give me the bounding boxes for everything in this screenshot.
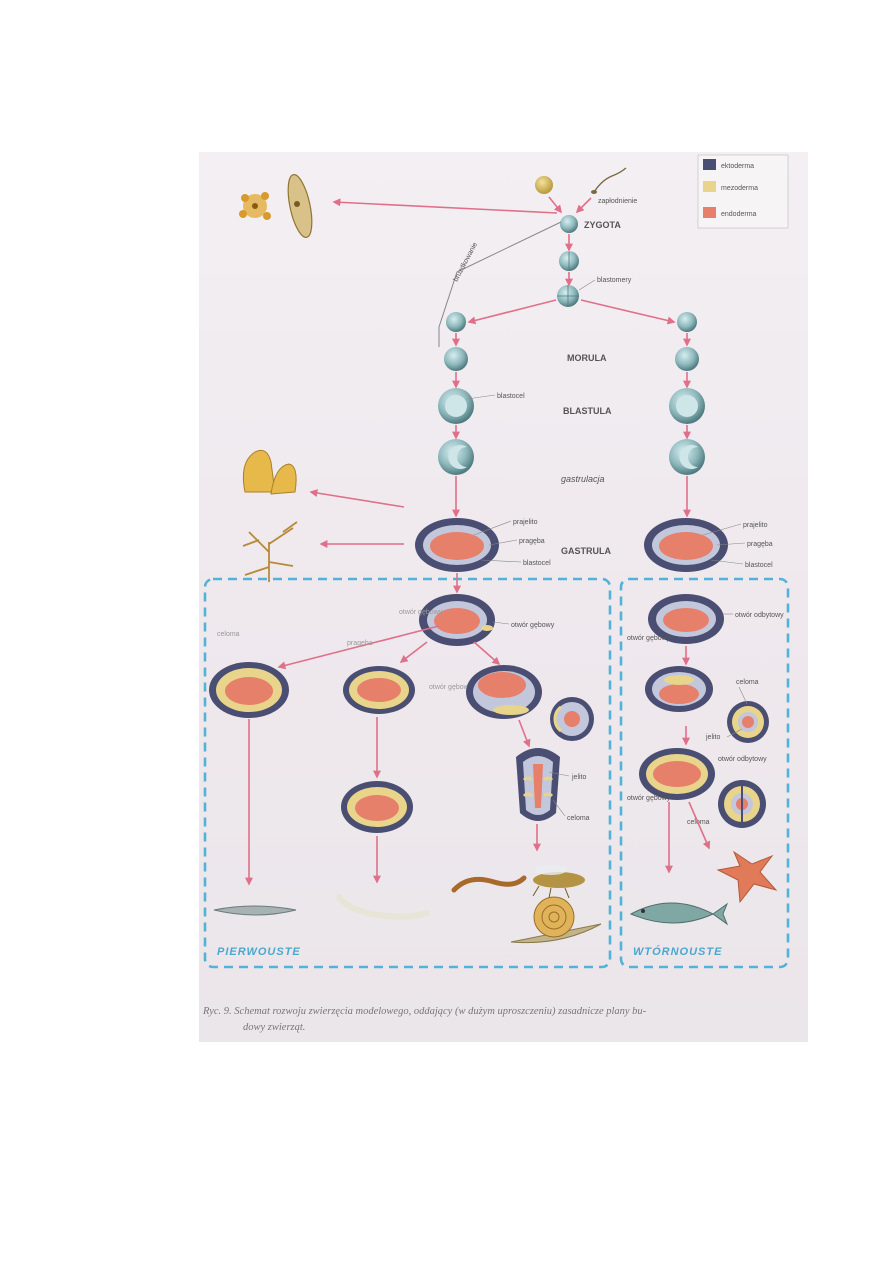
label-prajelito-right: prajelito bbox=[743, 522, 768, 529]
paramecium bbox=[287, 174, 313, 238]
pseudocoelomate-embryo bbox=[343, 666, 415, 714]
label-zygota: ZYGOTA bbox=[584, 220, 621, 230]
label-jelito-right: jelito bbox=[705, 734, 721, 741]
caption-line-1: Ryc. 9. Schemat rozwoju zwierzęcia model… bbox=[202, 1006, 647, 1017]
insect-organism bbox=[532, 865, 585, 899]
legend-swatch-mezoderma bbox=[703, 181, 716, 192]
deuterostome-embryo-3 bbox=[639, 748, 715, 800]
snail-organism bbox=[510, 896, 602, 944]
label-prageba-right: pragęba bbox=[747, 541, 773, 548]
label-morula: MORULA bbox=[567, 353, 607, 363]
earthworm-organism bbox=[451, 875, 527, 893]
label-otwor-blur: otwór gębowy bbox=[399, 609, 443, 616]
sperm-cell bbox=[593, 167, 627, 193]
legend-swatch-endoderma bbox=[703, 207, 716, 218]
coelomate-protostome-embryo bbox=[466, 665, 542, 719]
right-morula bbox=[675, 347, 699, 371]
protostome-box bbox=[203, 577, 612, 969]
coelom-cross-section-right-1 bbox=[727, 701, 769, 743]
caption-line-2: dowy zwierząt. bbox=[243, 1022, 305, 1033]
legend-swatch-ektoderma bbox=[703, 159, 716, 170]
legend-label-endoderma: endoderma bbox=[721, 211, 757, 218]
pseudocoelomate-embryo-2 bbox=[341, 781, 413, 833]
label-otwor-odbytowy-2: otwór odbytowy bbox=[718, 756, 767, 763]
deuterostome-box bbox=[619, 577, 790, 969]
zygote-cell bbox=[560, 215, 578, 233]
label-jelito-left: jelito bbox=[571, 774, 587, 781]
coelomate-protostome-embryo-2 bbox=[516, 748, 560, 821]
legend-label-ektoderma: ektoderma bbox=[721, 163, 754, 170]
coelom-cross-section-left bbox=[550, 697, 594, 741]
label-bruzdkowanie: bruzdkowanie bbox=[453, 241, 480, 283]
label-gastrula: GASTRULA bbox=[561, 546, 611, 556]
flatworm-organism bbox=[213, 905, 297, 916]
label-pierwouste: PIERWOUSTE bbox=[217, 946, 301, 958]
fish-organism bbox=[629, 902, 729, 926]
acoelomate-embryo bbox=[209, 662, 289, 718]
egg-cell bbox=[535, 176, 553, 194]
label-otwor-gebowy-right: otwór gębowy bbox=[627, 635, 671, 642]
label-blastocel-right: blastocel bbox=[745, 562, 773, 569]
label-blastula: BLASTULA bbox=[563, 406, 612, 416]
label-wtornouste: WTÓRNOUSTE bbox=[633, 945, 722, 958]
legend-label-mezoderma: mezoderma bbox=[721, 185, 758, 192]
development-diagram: ektoderma mezoderma endoderma zapłodnien… bbox=[202, 154, 790, 1033]
label-blur-left: celoma bbox=[217, 631, 240, 638]
label-otwor-gebowy: otwór gębowy bbox=[511, 622, 555, 629]
label-otwor-gebowy-2: otwór gębowy bbox=[627, 795, 671, 802]
starfish-organism bbox=[716, 850, 778, 904]
gastrula-right bbox=[644, 518, 728, 572]
label-otwor-mid: otwór gębowy bbox=[429, 684, 473, 691]
left-morula bbox=[444, 347, 468, 371]
nematode-organism bbox=[336, 894, 430, 920]
colonial-protist bbox=[239, 192, 271, 220]
figure-scan: ektoderma mezoderma endoderma zapłodnien… bbox=[199, 152, 808, 1042]
label-prageba-mid: pragęba bbox=[347, 640, 373, 647]
coelom-cross-section-right-2 bbox=[718, 780, 766, 828]
label-prageba-left: pragęba bbox=[519, 538, 545, 545]
label-gastrulacja: gastrulacja bbox=[561, 474, 605, 484]
right-8-cell bbox=[677, 312, 697, 332]
label-celoma-left: celoma bbox=[567, 815, 590, 822]
gastrula-left bbox=[415, 518, 499, 572]
label-blastocel-top: blastocel bbox=[497, 393, 525, 400]
label-celoma-top: celoma bbox=[736, 679, 759, 686]
protostome-embryo-top bbox=[419, 594, 495, 646]
legend: ektoderma mezoderma endoderma bbox=[697, 154, 789, 229]
hydroid-organism bbox=[242, 521, 298, 582]
sponge-organism bbox=[242, 449, 297, 495]
deuterostome-embryo-2 bbox=[645, 666, 713, 712]
label-blastomery: blastomery bbox=[597, 277, 632, 284]
label-prajelito-left: prajelito bbox=[513, 519, 538, 526]
left-8-cell bbox=[446, 312, 466, 332]
deuterostome-embryo-1 bbox=[648, 594, 724, 644]
label-otwor-odbytowy: otwór odbytowy bbox=[735, 612, 784, 619]
label-blastocel-left: blastocel bbox=[523, 560, 551, 567]
label-zaplodnienie: zapłodnienie bbox=[598, 198, 637, 205]
